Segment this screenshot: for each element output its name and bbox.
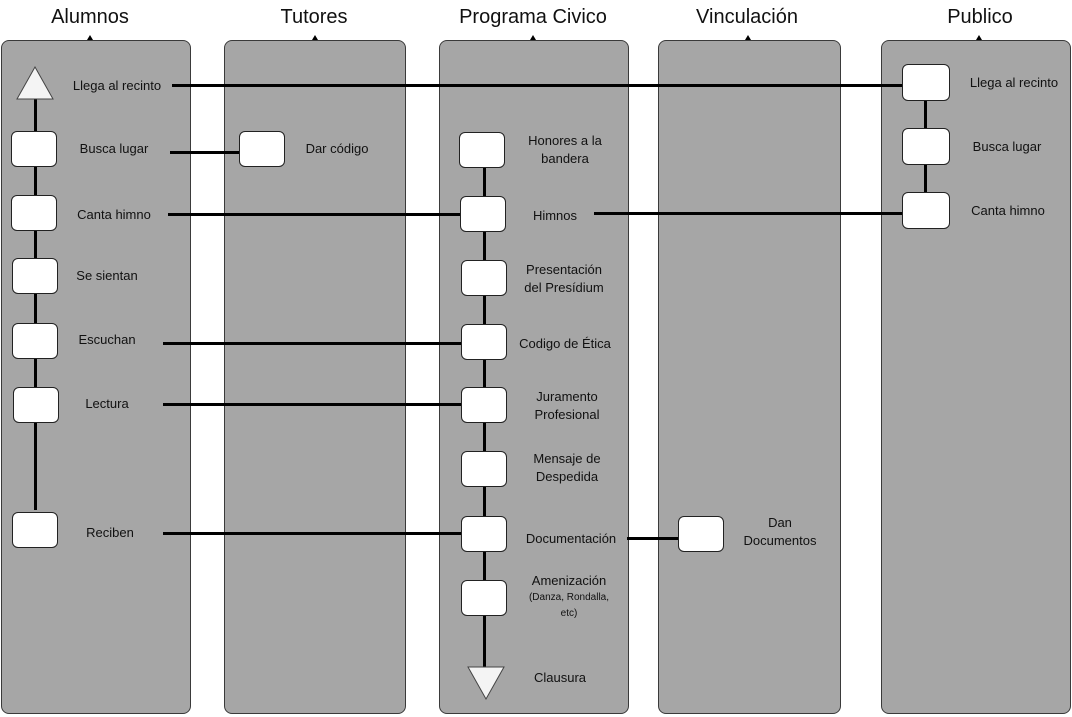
programa-honores-line2: bandera xyxy=(541,151,589,166)
alumnos-escuchan-label: Escuchan xyxy=(78,332,136,347)
alumnos-flow-line xyxy=(34,98,37,510)
lane-tick xyxy=(312,35,318,40)
tutores-dar-box[interactable] xyxy=(239,131,285,167)
connector-documentacion-dan xyxy=(627,537,679,540)
programa-amenizacion-line1: Amenización xyxy=(531,573,607,588)
programa-honores-box[interactable] xyxy=(459,132,505,168)
programa-amenizacion-line2: (Danza, Rondalla, xyxy=(528,592,610,603)
programa-amenizacion-line3: etc) xyxy=(560,608,578,619)
alumnos-canta-box[interactable] xyxy=(11,195,57,231)
programa-codigo-label: Codigo de Ética xyxy=(519,336,611,351)
lane-header-alumnos: Alumnos xyxy=(51,6,129,28)
programa-clausura-label: Clausura xyxy=(533,670,587,685)
alumnos-escuchan-box[interactable] xyxy=(12,323,58,359)
alumnos-llega-label: Llega al recinto xyxy=(72,78,162,93)
programa-mensaje-label: Mensaje de Despedida xyxy=(512,450,622,486)
alumnos-sientan-label: Se sientan xyxy=(76,268,138,283)
lane-header-tutores: Tutores xyxy=(280,6,348,28)
alumnos-canta-label: Canta himno xyxy=(77,207,151,222)
publico-busca-box[interactable] xyxy=(902,128,950,165)
alumnos-busca-box[interactable] xyxy=(11,131,57,167)
connector-escuchan-codigo xyxy=(163,342,462,345)
programa-himnos-box[interactable] xyxy=(460,196,506,232)
programa-documentacion-label: Documentación xyxy=(525,531,617,546)
programa-juramento-line2: Profesional xyxy=(534,407,600,422)
programa-documentacion-box[interactable] xyxy=(461,516,507,552)
programa-mensaje-line1: Mensaje de xyxy=(533,451,601,466)
end-triangle xyxy=(467,666,505,701)
programa-honores-label: Honores a la bandera xyxy=(510,132,620,168)
programa-presentacion-line2: del Presídium xyxy=(524,280,604,295)
programa-mensaje-line2: Despedida xyxy=(535,469,599,484)
connector-reciben-documentacion xyxy=(163,532,462,535)
programa-honores-line1: Honores a la xyxy=(528,133,602,148)
connector-llega xyxy=(172,84,904,87)
programa-mensaje-box[interactable] xyxy=(461,451,507,487)
alumnos-lectura-label: Lectura xyxy=(85,396,129,411)
publico-canta-box[interactable] xyxy=(902,192,950,229)
lane-tick xyxy=(976,35,982,40)
connector-himnos-publico xyxy=(594,212,904,215)
programa-amenizacion-box[interactable] xyxy=(461,580,507,616)
alumnos-reciben-label: Reciben xyxy=(86,525,134,540)
connector-lectura-juramento xyxy=(163,403,462,406)
programa-juramento-box[interactable] xyxy=(461,387,507,423)
lane-header-vinculacion: Vinculación xyxy=(696,6,798,28)
alumnos-busca-label: Busca lugar xyxy=(79,141,149,156)
lane-tick xyxy=(530,35,536,40)
lane-tick xyxy=(87,35,93,40)
alumnos-lectura-box[interactable] xyxy=(13,387,59,423)
programa-juramento-label: Juramento Profesional xyxy=(512,388,622,424)
programa-presentacion-label: Presentación del Presídium xyxy=(508,261,620,297)
programa-himnos-label: Himnos xyxy=(532,208,578,223)
publico-canta-label: Canta himno xyxy=(971,203,1045,218)
lane-vinculacion xyxy=(658,40,841,714)
tutores-dar-label: Dar código xyxy=(305,141,369,156)
programa-codigo-box[interactable] xyxy=(461,324,507,360)
publico-llega-box[interactable] xyxy=(902,64,950,101)
programa-juramento-line1: Juramento xyxy=(536,389,598,404)
programa-presentacion-box[interactable] xyxy=(461,260,507,296)
programa-amenizacion-label: Amenización (Danza, Rondalla, etc) xyxy=(510,572,628,622)
vinculacion-dan-line1: Dan xyxy=(768,515,792,530)
programa-presentacion-line1: Presentación xyxy=(526,262,602,277)
connector-busca-dar xyxy=(170,151,240,154)
vinculacion-dan-label: Dan Documentos xyxy=(735,514,825,550)
vinculacion-dan-box[interactable] xyxy=(678,516,724,552)
start-triangle xyxy=(16,65,54,100)
publico-llega-label: Llega al recinto xyxy=(969,75,1059,90)
alumnos-reciben-box[interactable] xyxy=(12,512,58,548)
lane-header-programa: Programa Civico xyxy=(459,6,607,28)
vinculacion-dan-line2: Documentos xyxy=(743,533,817,548)
connector-canta-himnos xyxy=(168,213,462,216)
lane-header-publico: Publico xyxy=(947,6,1013,28)
publico-busca-label: Busca lugar xyxy=(972,139,1042,154)
alumnos-sientan-box[interactable] xyxy=(12,258,58,294)
lane-tick xyxy=(745,35,751,40)
